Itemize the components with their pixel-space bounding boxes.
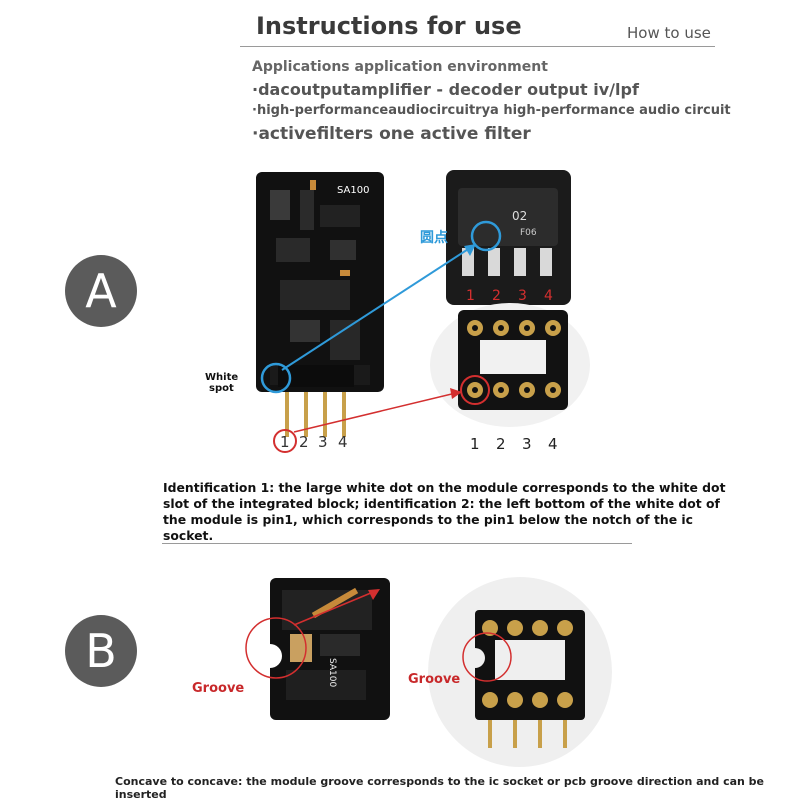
white-spot-label: White — [205, 372, 238, 383]
red-arrow-b — [293, 589, 379, 626]
section-a-illustration: SA100 White spot 1 2 3 4 02 F06 圆点 1 2 3… — [205, 170, 590, 453]
white-spot-marker — [260, 362, 292, 394]
page-subtitle: How to use — [627, 24, 711, 42]
chip-marking: F06 — [520, 228, 537, 238]
section-divider — [162, 543, 632, 544]
identification-text: Identification 1: the large white dot on… — [163, 480, 726, 543]
pin1-marker — [273, 429, 297, 453]
chip-pin-number: 1 — [466, 288, 475, 304]
chip-marking: 02 — [512, 209, 527, 223]
ic-socket-photo — [430, 303, 590, 427]
socket-pin-number: 3 — [522, 435, 532, 453]
socket-pin-number: 1 — [470, 435, 480, 453]
module-pin-number: 3 — [318, 433, 328, 451]
ic-chip-photo — [446, 170, 571, 305]
module-groove-marker — [245, 617, 307, 679]
chip-dot-marker — [470, 220, 502, 252]
dot-label-cn: 圆点 — [420, 229, 448, 246]
blue-arrow — [281, 243, 477, 371]
application-item: ·activefilters one active filter — [252, 124, 531, 144]
application-item: ·high-performanceaudiocircuitrya high-pe… — [252, 103, 731, 118]
sa100-module-top-photo — [270, 578, 390, 720]
groove-label-left: Groove — [192, 681, 245, 696]
socket-pin1-marker — [460, 375, 490, 405]
chip-pin-number: 3 — [518, 288, 527, 304]
socket-groove-marker — [462, 632, 512, 682]
section-b-badge: B — [65, 615, 137, 687]
ic-socket-photo-b — [428, 577, 612, 767]
groove-label-right: Groove — [408, 672, 461, 687]
header-divider — [240, 46, 715, 47]
module-pin-number: 1 — [280, 433, 290, 451]
module-b-label: SA100 — [327, 658, 337, 687]
socket-pin-number: 4 — [548, 435, 558, 453]
svg-text:spot: spot — [209, 383, 234, 394]
sa100-module-photo — [256, 172, 384, 437]
chip-pin-number: 4 — [544, 288, 553, 304]
applications-heading: Applications application environment — [252, 59, 548, 75]
socket-pin-number: 2 — [496, 435, 506, 453]
page-title: Instructions for use — [256, 12, 522, 40]
module-label: SA100 — [337, 185, 369, 196]
section-b-illustration: SA100 — [245, 577, 612, 767]
section-a-badge: A — [65, 255, 137, 327]
concave-note: Concave to concave: the module groove co… — [115, 775, 765, 801]
chip-pin-number: 2 — [492, 288, 501, 304]
module-pin-number: 2 — [299, 433, 309, 451]
application-item: ·dacoutputamplifier - decoder output iv/… — [252, 80, 639, 99]
red-arrow — [293, 391, 461, 433]
module-pin-number: 4 — [338, 433, 348, 451]
